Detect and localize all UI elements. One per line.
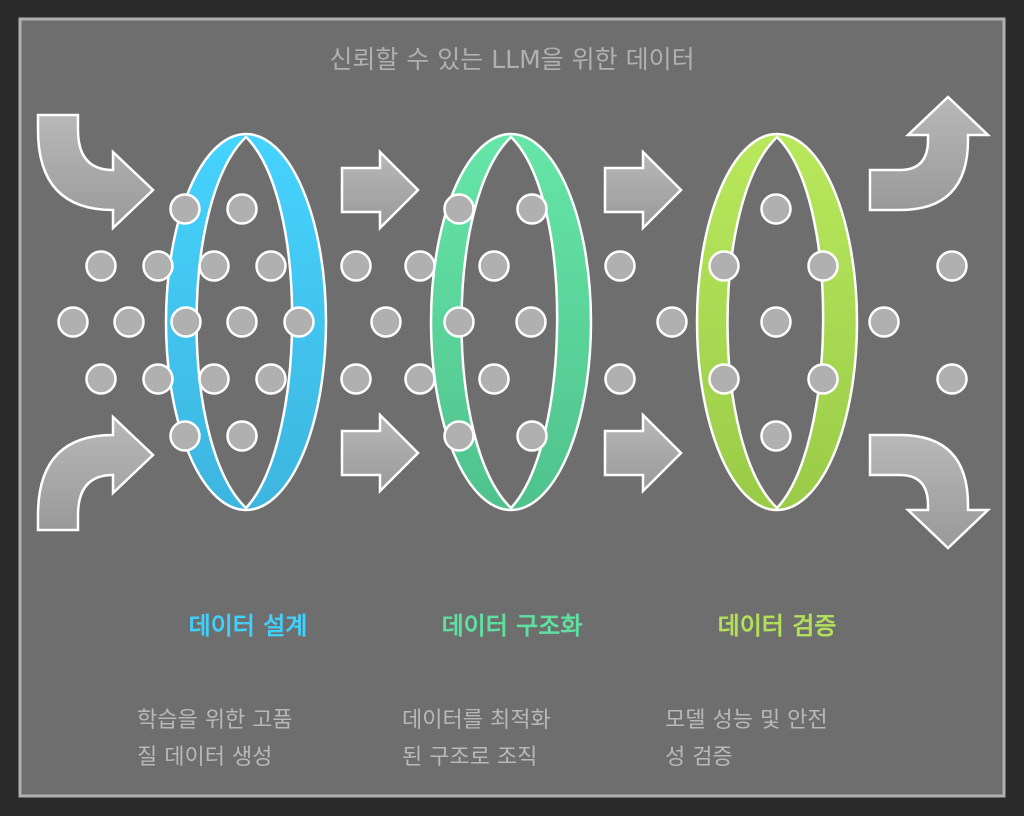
curved-arrow-out-bottom-icon: [868, 433, 992, 550]
ring-data-structuring: [429, 132, 593, 512]
arrow-right-icon: [340, 148, 420, 232]
data-point-dot: [142, 363, 174, 395]
data-point-dot: [169, 420, 201, 452]
data-point-dot: [760, 306, 792, 338]
data-point-dot: [226, 193, 258, 225]
data-point-dot: [85, 363, 117, 395]
data-point-dot: [404, 250, 436, 282]
stage-label-validation: 데이터 검증: [718, 612, 837, 640]
arrow-right-icon: [603, 148, 683, 232]
arrow-right-icon: [340, 411, 420, 495]
data-point-dot: [604, 363, 636, 395]
data-point-dot: [142, 250, 174, 282]
data-point-dot: [807, 363, 839, 395]
data-point-dot: [443, 420, 475, 452]
data-point-dot: [760, 420, 792, 452]
data-point-dot: [255, 250, 287, 282]
stage-desc-design-line1: 학습을 위한 고품: [137, 708, 293, 733]
data-point-dot: [170, 306, 202, 338]
data-point-dot: [443, 306, 475, 338]
data-point-dot: [198, 250, 230, 282]
data-point-dot: [404, 363, 436, 395]
stage-desc-design-line2: 질 데이터 생성: [137, 745, 272, 770]
data-point-dot: [478, 250, 510, 282]
data-point-dot: [85, 250, 117, 282]
data-point-dot: [283, 306, 315, 338]
data-point-dot: [113, 306, 145, 338]
data-point-dot: [478, 363, 510, 395]
stage-desc-structuring-line1: 데이터를 최적화: [402, 708, 551, 733]
data-point-dot: [708, 363, 740, 395]
data-point-dot: [443, 193, 475, 225]
data-point-dot: [515, 306, 547, 338]
data-point-dot: [516, 193, 548, 225]
data-point-dot: [868, 306, 900, 338]
stage-desc-validation-line2: 성 검증: [665, 745, 733, 770]
stage-label-design: 데이터 설계: [189, 612, 308, 640]
data-point-dot: [936, 363, 968, 395]
data-point-dot: [226, 306, 258, 338]
data-point-dot: [57, 306, 89, 338]
data-point-dot: [169, 193, 201, 225]
curved-arrow-in-bottom-icon: [36, 414, 155, 532]
arrow-right-icon: [603, 411, 683, 495]
diagram-title: 신뢰할 수 있는 LLM을 위한 데이터: [329, 45, 694, 74]
data-points: [57, 193, 968, 452]
data-point-dot: [708, 250, 740, 282]
stage-desc-structuring-line2: 된 구조로 조직: [402, 745, 537, 770]
data-point-dot: [255, 363, 287, 395]
data-point-dot: [370, 306, 402, 338]
data-point-dot: [936, 250, 968, 282]
data-point-dot: [604, 250, 636, 282]
curved-arrow-out-top-icon: [868, 95, 992, 212]
data-point-dot: [198, 363, 230, 395]
data-point-dot: [656, 306, 688, 338]
data-point-dot: [760, 193, 792, 225]
curved-arrow-in-top-icon: [36, 113, 155, 231]
data-point-dot: [340, 363, 372, 395]
data-point-dot: [807, 250, 839, 282]
stage-label-structuring: 데이터 구조화: [442, 612, 583, 640]
data-point-dot: [516, 420, 548, 452]
stage-desc-validation-line1: 모델 성능 및 안전: [665, 708, 828, 733]
data-point-dot: [340, 250, 372, 282]
data-point-dot: [226, 420, 258, 452]
